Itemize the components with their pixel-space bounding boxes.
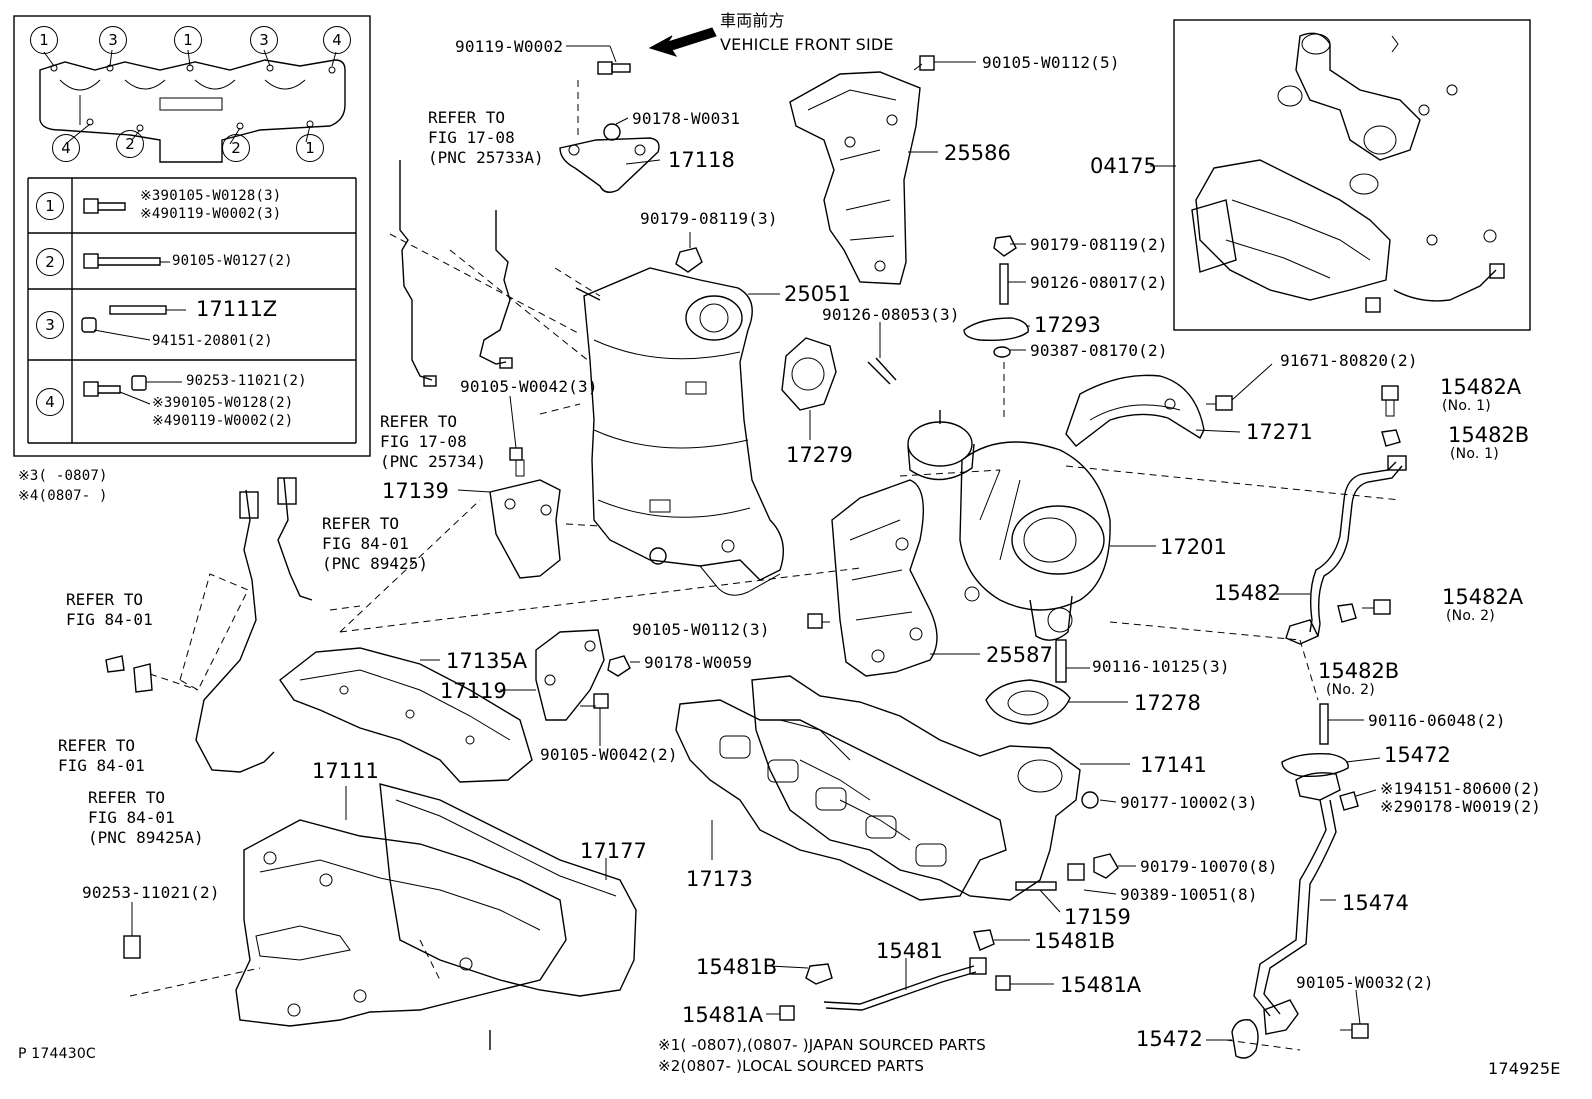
label-17135a: 17135A bbox=[446, 649, 528, 673]
label-17119: 17119 bbox=[440, 679, 507, 703]
label-15482a-no1-sub: (No. 1) bbox=[1442, 398, 1491, 414]
table-row-num-1: 1 bbox=[36, 192, 64, 220]
inset-box bbox=[13, 15, 371, 457]
inset-circle-top-5: 4 bbox=[323, 26, 351, 54]
label-90389-10051-8: 90389-10051(8) bbox=[1120, 885, 1258, 904]
label-17177: 17177 bbox=[580, 839, 647, 863]
inset-note-3: ※3( -0807) bbox=[18, 468, 108, 484]
label-90387-08170-2: 90387-08170(2) bbox=[1030, 341, 1168, 360]
label-90178-w0031: 90178-W0031 bbox=[632, 109, 741, 128]
refer-fig-84-01-89425: REFER TO FIG 84-01 (PNC 89425) bbox=[322, 514, 428, 573]
label-94151-80600-2: ※194151-80600(2) bbox=[1380, 779, 1542, 798]
inset-circle-top-2: 3 bbox=[99, 26, 127, 54]
label-90105-w0032-2: 90105-W0032(2) bbox=[1296, 973, 1434, 992]
label-17159: 17159 bbox=[1064, 905, 1131, 929]
label-90105-w0112-3: 90105-W0112(3) bbox=[632, 620, 770, 639]
label-15482a-no1: 15482A bbox=[1440, 375, 1522, 399]
label-15481a-left: 15481A bbox=[682, 1003, 764, 1027]
label-17278: 17278 bbox=[1134, 691, 1201, 715]
label-17293: 17293 bbox=[1034, 313, 1101, 337]
table-row3-part-a: 17111Z bbox=[196, 297, 278, 321]
table-row-num-3: 3 bbox=[36, 311, 64, 339]
table-row1-part-a: ※390105-W0128(3) bbox=[140, 188, 282, 204]
label-90126-08053-3: 90126-08053(3) bbox=[822, 305, 960, 324]
label-91671-80820-2: 91671-80820(2) bbox=[1280, 351, 1418, 370]
label-17141: 17141 bbox=[1140, 753, 1207, 777]
refer-fig-17-08-25734: REFER TO FIG 17-08 (PNC 25734) bbox=[380, 412, 486, 471]
label-15481b-right: 15481B bbox=[1034, 929, 1116, 953]
table-row-num-4: 4 bbox=[36, 388, 64, 416]
table-row-num-2: 2 bbox=[36, 248, 64, 276]
refer-fig-17-08-25733a: REFER TO FIG 17-08 (PNC 25733A) bbox=[428, 108, 544, 167]
label-15472-bottom: 15472 bbox=[1136, 1027, 1203, 1051]
label-90177-10002-3: 90177-10002(3) bbox=[1120, 793, 1258, 812]
label-90119-w0002: 90119-W0002 bbox=[455, 37, 564, 56]
table-row4-part-c: ※490119-W0002(2) bbox=[152, 413, 294, 429]
refer-fig-84-01-b: REFER TO FIG 84-01 bbox=[58, 736, 145, 775]
inset-circle-bottom-3: 2 bbox=[222, 134, 250, 162]
label-25051: 25051 bbox=[784, 282, 851, 306]
inset-circle-top-1: 1 bbox=[30, 26, 58, 54]
table-row4-part-b: ※390105-W0128(2) bbox=[152, 395, 294, 411]
inset-circle-bottom-2: 2 bbox=[116, 130, 144, 158]
label-15482b-no2-sub: (No. 2) bbox=[1326, 682, 1375, 698]
label-90179-10070-8: 90179-10070(8) bbox=[1140, 857, 1278, 876]
label-15482b-no1-sub: (No. 1) bbox=[1450, 446, 1499, 462]
label-15482a-no2-sub: (No. 2) bbox=[1446, 608, 1495, 624]
label-15482a-no2: 15482A bbox=[1442, 585, 1524, 609]
inset-circle-bottom-1: 4 bbox=[52, 134, 80, 162]
inset-note-4: ※4(0807- ) bbox=[18, 488, 108, 504]
table-row4-part-a: 90253-11021(2) bbox=[186, 373, 307, 389]
label-17139: 17139 bbox=[382, 479, 449, 503]
label-90105-w0112-5: 90105-W0112(5) bbox=[982, 53, 1120, 72]
label-90116-10125-3: 90116-10125(3) bbox=[1092, 657, 1230, 676]
label-17271: 17271 bbox=[1246, 420, 1313, 444]
label-90116-06048-2: 90116-06048(2) bbox=[1368, 711, 1506, 730]
label-90253-11021-2: 90253-11021(2) bbox=[82, 883, 220, 902]
label-15482b-no2: 15482B bbox=[1318, 659, 1400, 683]
inset-circle-top-3: 1 bbox=[174, 26, 202, 54]
label-90178-w0059: 90178-W0059 bbox=[644, 653, 753, 672]
label-15481: 15481 bbox=[876, 939, 943, 963]
label-15482b-no1: 15482B bbox=[1448, 423, 1530, 447]
inset-circle-top-4: 3 bbox=[250, 26, 278, 54]
vehicle-front-jp: 車両前方 bbox=[720, 11, 785, 30]
label-17279: 17279 bbox=[786, 443, 853, 467]
footer-note-1: ※1( -0807),(0807- )JAPAN SOURCED PARTS bbox=[658, 1036, 986, 1054]
label-90126-08017-2: 90126-08017(2) bbox=[1030, 273, 1168, 292]
label-15472-top: 15472 bbox=[1384, 743, 1451, 767]
refer-fig-84-01-89425a: REFER TO FIG 84-01 (PNC 89425A) bbox=[88, 788, 204, 847]
label-90105-w0042-3: 90105-W0042(3) bbox=[460, 377, 598, 396]
label-90105-w0042-2: 90105-W0042(2) bbox=[540, 745, 678, 764]
table-row2-part: 90105-W0127(2) bbox=[172, 253, 293, 269]
label-90178-w0019-2: ※290178-W0019(2) bbox=[1380, 797, 1542, 816]
label-90179-08119-3: 90179-08119(3) bbox=[640, 209, 778, 228]
label-17118: 17118 bbox=[668, 148, 735, 172]
label-15474: 15474 bbox=[1342, 891, 1409, 915]
label-25587: 25587 bbox=[986, 643, 1053, 667]
figure-code: 174925E bbox=[1488, 1059, 1561, 1078]
page-code: P 174430C bbox=[18, 1046, 96, 1062]
label-17111: 17111 bbox=[312, 759, 379, 783]
refer-fig-84-01-a: REFER TO FIG 84-01 bbox=[66, 590, 153, 629]
label-17173: 17173 bbox=[686, 867, 753, 891]
vehicle-front-en: VEHICLE FRONT SIDE bbox=[720, 35, 894, 54]
label-15481a-right: 15481A bbox=[1060, 973, 1142, 997]
footer-note-2: ※2(0807- )LOCAL SOURCED PARTS bbox=[658, 1057, 925, 1075]
table-row3-part-b: 94151-20801(2) bbox=[152, 333, 273, 349]
label-17201: 17201 bbox=[1160, 535, 1227, 559]
label-15481b-left: 15481B bbox=[696, 955, 778, 979]
label-04175: 04175 bbox=[1090, 154, 1157, 178]
label-25586: 25586 bbox=[944, 141, 1011, 165]
inset-circle-bottom-4: 1 bbox=[296, 134, 324, 162]
table-row1-part-b: ※490119-W0002(3) bbox=[140, 206, 282, 222]
label-15482: 15482 bbox=[1214, 581, 1281, 605]
label-90179-08119-2: 90179-08119(2) bbox=[1030, 235, 1168, 254]
